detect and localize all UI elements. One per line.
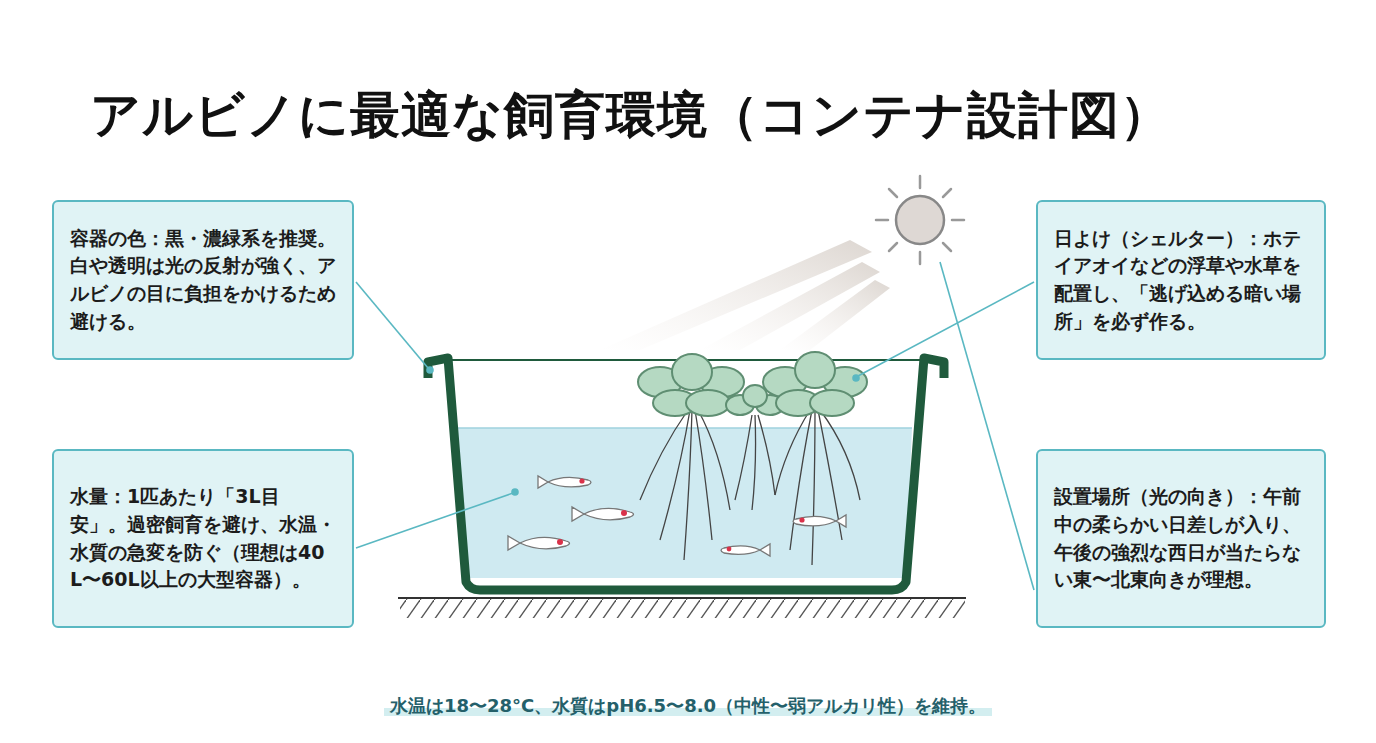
plant-roots — [640, 410, 860, 565]
callout-box: 容器の色：黒・濃緑系を推奨。白や透明は光の反射が強く、アルビノの目に負担をかける… — [52, 200, 354, 360]
callout-text: 設置場所（光の向き）：午前中の柔らかい日差しが入り、午後の強烈な西日が当たらない… — [1054, 483, 1308, 593]
callout-text: 容器の色：黒・濃緑系を推奨。白や透明は光の反射が強く、アルビノの目に負担をかける… — [70, 225, 336, 335]
leader-lines — [356, 262, 1034, 590]
callout-text: 日よけ（シェルター）：ホテイアオイなどの浮草や水草を配置し、「逃げ込める暗い場所… — [1054, 225, 1308, 335]
sun-symbol — [876, 176, 964, 264]
caption-row: 水温は18〜28°C、水質はpH6.5〜8.0（中性〜弱アルカリ性）を維持。 — [0, 694, 1376, 718]
diagram-title: アルビノに最適な飼育環境（コンテナ設計図） — [90, 82, 1171, 149]
water-hyacinth — [638, 352, 867, 416]
albino-medaka — [508, 476, 846, 556]
callout-box: 設置場所（光の向き）：午前中の柔らかい日差しが入り、午後の強烈な西日が当たらない… — [1036, 449, 1326, 628]
ground — [398, 598, 966, 618]
container — [428, 358, 944, 590]
light-beams — [600, 240, 890, 350]
callout-box: 日よけ（シェルター）：ホテイアオイなどの浮草や水草を配置し、「逃げ込める暗い場所… — [1036, 200, 1326, 360]
callout-text: 水量：1匹あたり「3L目安」。過密飼育を避け、水温・水質の急変を防ぐ（理想は40… — [70, 483, 336, 593]
caption-text: 水温は18〜28°C、水質はpH6.5〜8.0（中性〜弱アルカリ性）を維持。 — [384, 695, 992, 716]
callout-box: 水量：1匹あたり「3L目安」。過密飼育を避け、水温・水質の急変を防ぐ（理想は40… — [52, 449, 354, 628]
